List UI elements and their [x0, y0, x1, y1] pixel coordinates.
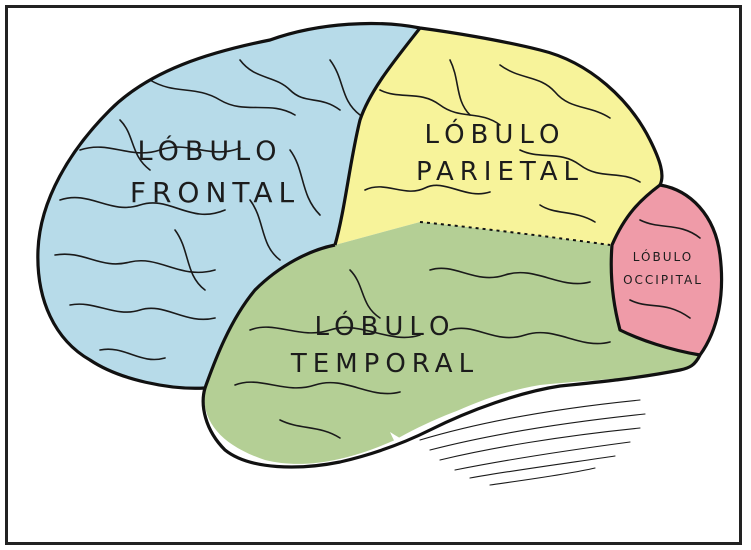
frontal-label-line2: FRONTAL — [130, 176, 300, 209]
parietal-label-line2: PARIETAL — [416, 157, 584, 187]
occipital-label-line1: LÓBULO — [633, 249, 693, 264]
temporal-label-line2: TEMPORAL — [290, 349, 479, 379]
occipital-label-line2: OCCIPITAL — [623, 273, 703, 287]
frontal-label-line1: LÓBULO — [138, 135, 283, 167]
temporal-label-line1: LÓBULO — [315, 310, 456, 342]
parietal-label-line1: LÓBULO — [425, 118, 566, 150]
